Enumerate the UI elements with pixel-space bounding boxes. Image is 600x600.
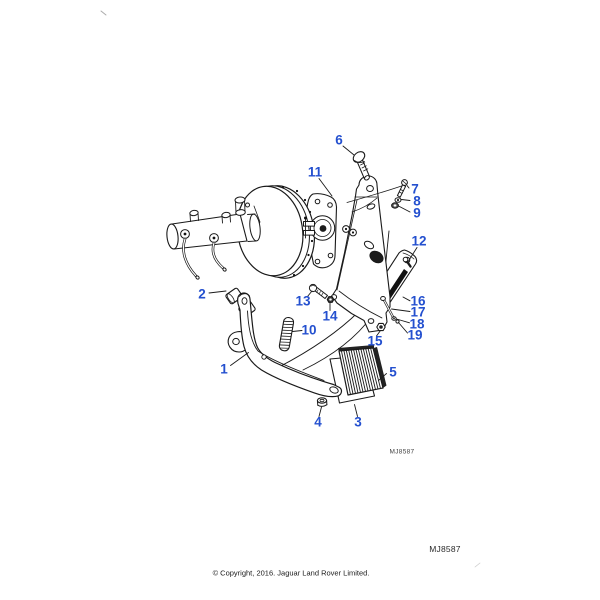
callout-18[interactable]: 18 <box>409 316 425 332</box>
bracket-top-hole <box>366 185 374 192</box>
pad-nut <box>316 397 328 407</box>
callout-12[interactable]: 12 <box>411 233 427 249</box>
bracket-dark-hole <box>369 250 384 264</box>
callout-19[interactable]: 19 <box>407 327 423 343</box>
callout-11[interactable]: 11 <box>307 164 323 180</box>
callout-6[interactable]: 6 <box>335 132 343 148</box>
bolt <box>352 151 370 181</box>
screw-and-nuts <box>346 179 408 209</box>
copyright-notice: © Copyright, 2016. Jaguar Land Rover Lim… <box>212 568 370 578</box>
leader-lines <box>208 145 418 417</box>
callout-9[interactable]: 9 <box>413 205 421 221</box>
callout-16[interactable]: 16 <box>410 293 426 309</box>
pivot-bolt-group <box>308 283 335 303</box>
pedal-pad <box>338 345 387 396</box>
pedal-fork-slot <box>329 386 339 394</box>
brake-pipe <box>182 237 227 280</box>
callout-1[interactable]: 1 <box>220 361 228 377</box>
callout-4[interactable]: 4 <box>314 414 322 430</box>
callout-5[interactable]: 5 <box>389 364 397 380</box>
master-cylinder <box>166 196 261 280</box>
callout-8[interactable]: 8 <box>413 193 421 209</box>
pedal-bracket <box>330 175 391 333</box>
callout-3[interactable]: 3 <box>354 414 362 430</box>
brake-servo <box>236 185 315 279</box>
callout-2[interactable]: 2 <box>198 286 206 302</box>
callout-13[interactable]: 13 <box>295 293 311 309</box>
callout-14[interactable]: 14 <box>322 308 338 324</box>
print-artifact <box>100 10 107 16</box>
callout-7[interactable]: 7 <box>411 181 419 197</box>
pivot-pin <box>402 256 412 268</box>
pedal-arm <box>227 292 343 398</box>
servo-pushrod-boss <box>303 215 336 241</box>
callout-15[interactable]: 15 <box>367 333 383 349</box>
clevis-pin-group <box>376 296 400 332</box>
callout-17[interactable]: 17 <box>410 304 426 320</box>
print-artifact <box>474 562 481 568</box>
drawing-code-small: MJ8587 <box>389 448 415 456</box>
outlet-fitting <box>189 209 231 224</box>
callout-10[interactable]: 10 <box>301 322 317 338</box>
return-spring <box>278 316 295 352</box>
valve-fitting <box>234 196 250 216</box>
drawing-code: MJ8587 <box>429 544 461 554</box>
